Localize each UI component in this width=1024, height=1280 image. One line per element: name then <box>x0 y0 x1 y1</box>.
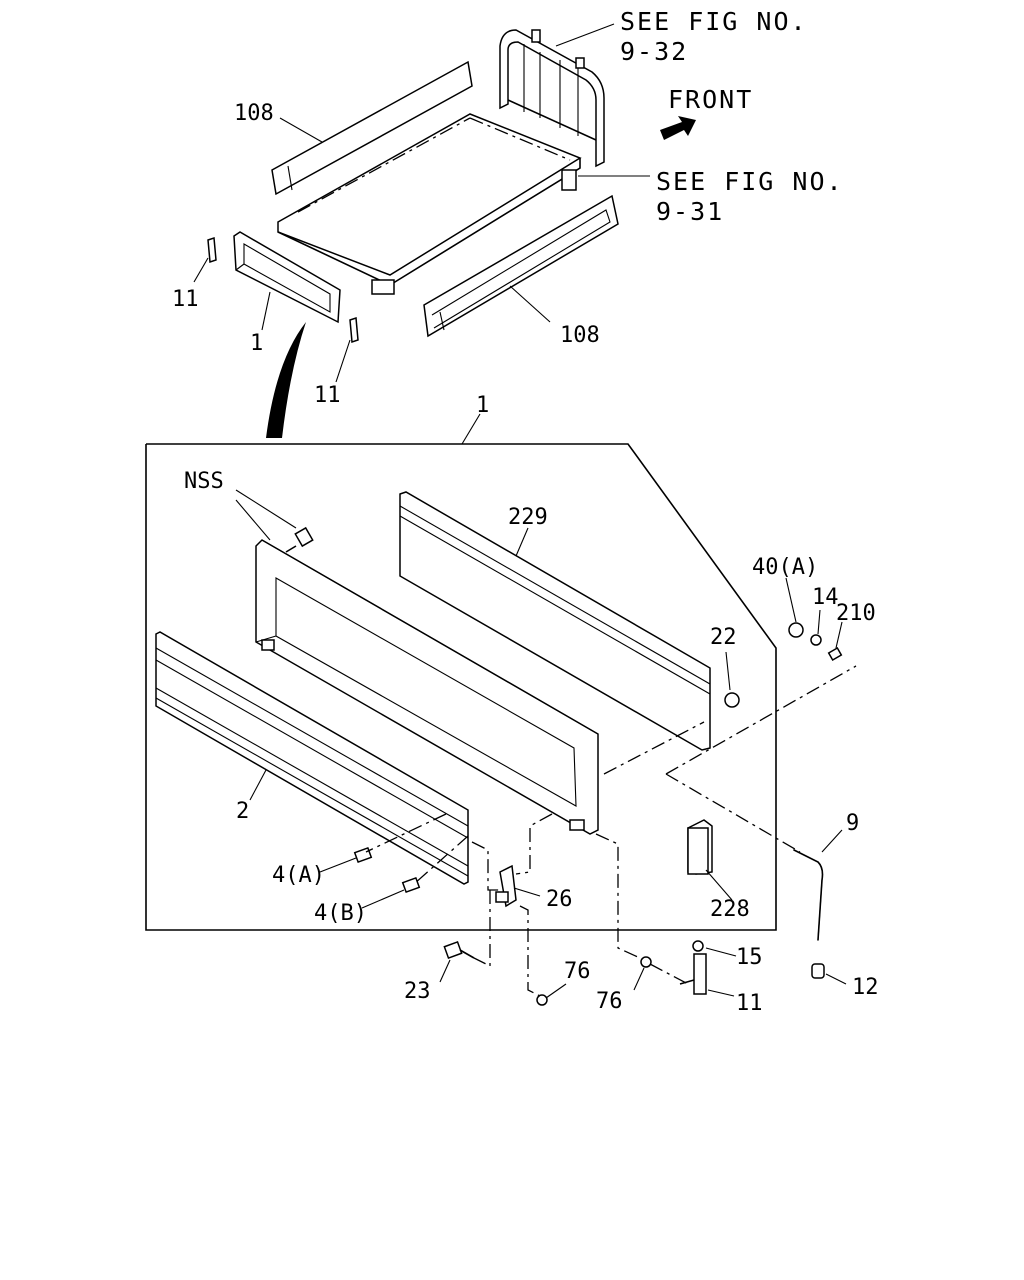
callout-22: 22 <box>710 625 737 650</box>
leader-lines <box>235 489 847 999</box>
callout-76-b: 76 <box>596 989 623 1014</box>
panel-229 <box>399 491 711 751</box>
rod-9 <box>793 849 824 941</box>
cab-guard <box>499 29 605 168</box>
callout-228: 228 <box>710 897 750 922</box>
detail-pointer <box>266 322 306 438</box>
part-callouts: 108 108 11 1 11 1 NSS 229 40(A) 14 210 2… <box>172 101 879 1016</box>
callout-40a: 40(A) <box>752 555 818 580</box>
tailgate-frame <box>255 539 599 835</box>
front-label: FRONT <box>668 85 753 114</box>
callout-1-small: 1 <box>250 331 263 356</box>
see-fig-9-31-line2: 9-31 <box>656 197 724 226</box>
bed-floor <box>277 113 582 295</box>
see-fig-9-32-line2: 9-32 <box>620 37 688 66</box>
panel-2 <box>155 631 469 885</box>
washer-76b <box>640 956 652 968</box>
side-panel-left <box>271 60 473 196</box>
callout-14: 14 <box>812 585 839 610</box>
callout-229: 229 <box>508 505 548 530</box>
post-228 <box>687 819 713 875</box>
front-arrow-icon <box>660 116 696 140</box>
callout-76-a: 76 <box>564 959 591 984</box>
cap-15 <box>692 940 704 952</box>
callout-15: 15 <box>736 945 763 970</box>
pin-11 <box>679 953 707 995</box>
hinge-pin-left <box>207 236 217 264</box>
bolt-4b <box>401 876 421 894</box>
callout-1-box: 1 <box>476 393 489 418</box>
washer-14 <box>810 634 822 646</box>
bolt-210 <box>827 647 843 661</box>
callout-11-mid: 11 <box>314 383 341 408</box>
nut-22 <box>724 692 740 708</box>
callout-9: 9 <box>846 811 859 836</box>
callout-4b: 4(B) <box>314 901 367 926</box>
tailgate-small <box>233 231 341 324</box>
bracket-26 <box>495 864 517 908</box>
callout-4a: 4(A) <box>272 863 325 888</box>
nut-40a <box>788 622 804 638</box>
see-fig-9-31-line1: SEE FIG NO. <box>656 167 844 196</box>
bolt-23 <box>443 941 475 959</box>
cap-12 <box>811 963 825 979</box>
callout-23: 23 <box>404 979 431 1004</box>
side-panel-right <box>423 194 619 338</box>
callout-108-right: 108 <box>560 323 600 348</box>
callout-11-bottom: 11 <box>736 991 763 1016</box>
truck-bed-assembly <box>193 23 696 438</box>
assembly-lines <box>365 665 857 997</box>
callout-nss: NSS <box>184 469 224 494</box>
detail-box <box>145 413 777 931</box>
washer-76a <box>536 994 548 1006</box>
bolt-nss <box>285 526 314 553</box>
see-fig-9-32-line1: SEE FIG NO. <box>620 7 808 36</box>
callout-2: 2 <box>236 799 249 824</box>
callout-12: 12 <box>852 975 879 1000</box>
callout-108-top: 108 <box>234 101 274 126</box>
callout-210: 210 <box>836 601 876 626</box>
hinge-pin-right <box>349 316 359 344</box>
reference-labels: SEE FIG NO. 9-32 FRONT SEE FIG NO. 9-31 <box>620 7 844 226</box>
callout-26: 26 <box>546 887 573 912</box>
callout-11-left: 11 <box>172 287 199 312</box>
